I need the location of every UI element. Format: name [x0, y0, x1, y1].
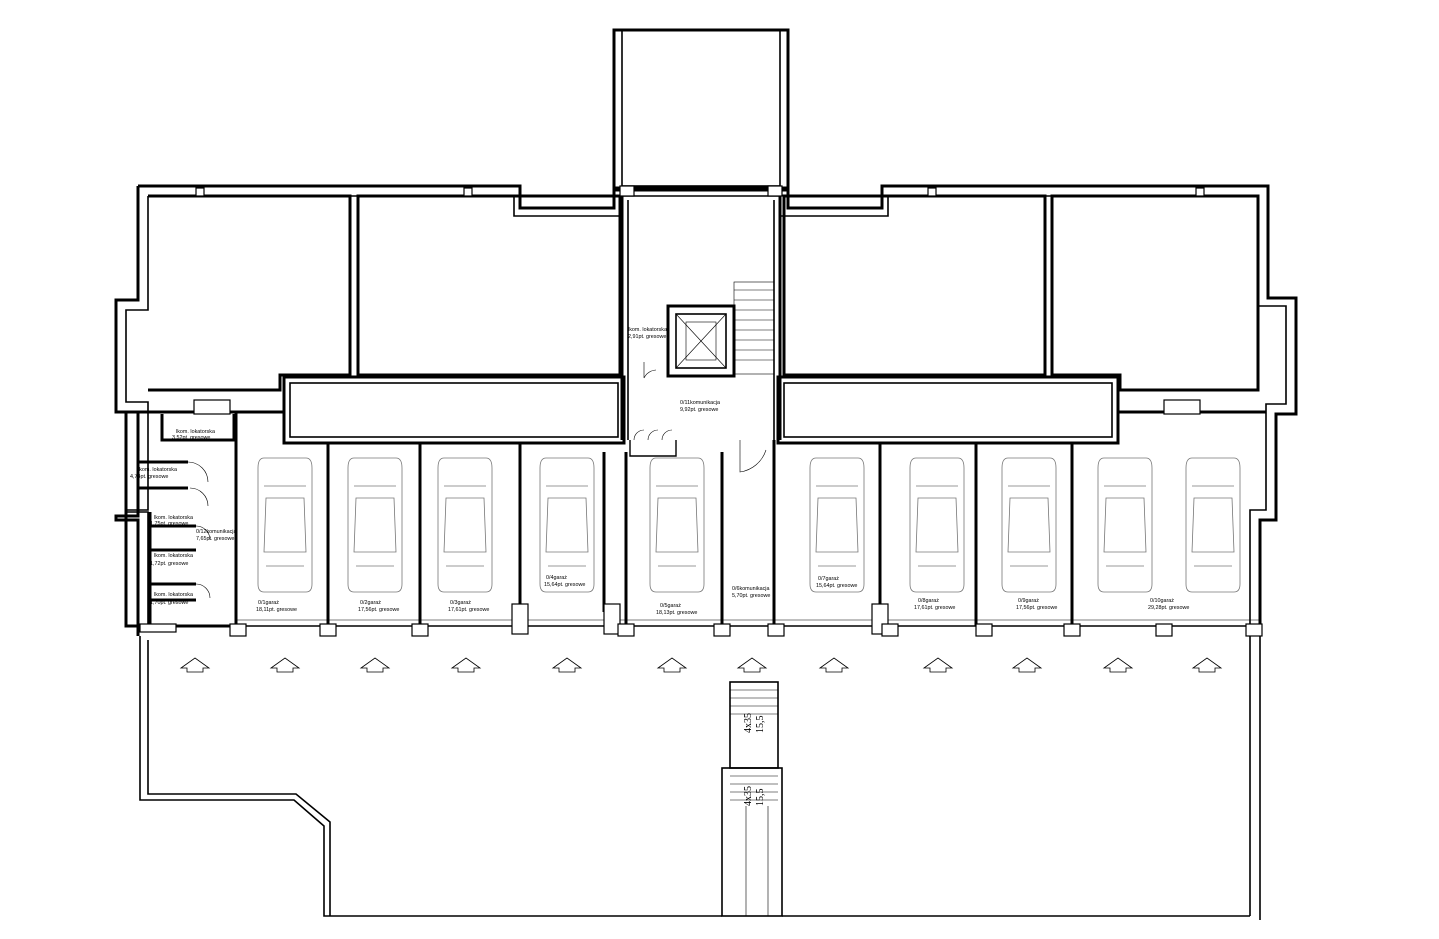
cars — [257, 457, 1241, 593]
room-label: 0/6komunikacja — [732, 586, 769, 592]
garage-label: 0/2garaż — [360, 600, 381, 606]
room-label: lkom. lokatorska — [138, 467, 177, 473]
columns — [139, 185, 1263, 637]
room-area: 1,75pt. gresowe — [150, 521, 188, 527]
ramp-upper-count: 4x35 — [743, 713, 754, 733]
upper-room-right-1 — [782, 194, 1047, 377]
car-icon — [909, 457, 965, 593]
room-label: 0/12komunikacja — [196, 529, 236, 535]
room-label: lkom. lokatorska — [154, 592, 193, 598]
room-area: 1,72pt. gresowe — [150, 561, 188, 567]
car-icon — [257, 457, 313, 593]
room-area: 1,70pt. gresowe — [150, 600, 188, 606]
garage-label: 0/1garaż — [258, 600, 279, 606]
room-area: 3,52pt. gresowe — [172, 435, 210, 441]
arrow-up-icon — [269, 657, 301, 673]
garage-label: 0/3garaż — [450, 600, 471, 606]
garage-area: 15,64pt. gresowe — [816, 583, 857, 589]
garage-partitions — [236, 440, 1260, 626]
upper-room-left-2 — [356, 194, 622, 377]
garage-label: 0/10garaż — [1150, 598, 1174, 604]
garage-label: 0/5garaż — [660, 603, 681, 609]
arrow-up-icon — [359, 657, 391, 673]
arrow-up-icon — [922, 657, 954, 673]
car-icon — [347, 457, 403, 593]
upper-room-right-2 — [1050, 194, 1260, 392]
entry-arrows — [179, 657, 1223, 673]
garage-label: 0/8garaż — [918, 598, 939, 604]
room-area: 5,70pt. gresowe — [732, 593, 770, 599]
arrow-up-icon — [1011, 657, 1043, 673]
arrow-up-icon — [1191, 657, 1223, 673]
garage-label: 0/7garaż — [818, 576, 839, 582]
ramp-lower-height: 15,5 — [755, 789, 766, 807]
garage-label: 0/9garaż — [1018, 598, 1039, 604]
core-doors — [629, 362, 767, 473]
garage-area: 17,56pt. gresowe — [358, 607, 399, 613]
car-icon — [649, 457, 705, 593]
car-icon — [437, 457, 493, 593]
room-label: lkom. lokatorska — [154, 553, 193, 559]
garage-area: 17,61pt. gresowe — [448, 607, 489, 613]
labels: lkom. lokatorska 3,52pt. gresowe lkom. l… — [130, 327, 1189, 806]
elevator — [666, 304, 736, 378]
garage-label: 0/4garaż — [546, 575, 567, 581]
arrow-up-icon — [818, 657, 850, 673]
arrow-up-icon — [179, 657, 211, 673]
garage-area: 18,11pt. gresowe — [256, 607, 297, 613]
arrow-up-icon — [736, 657, 768, 673]
room-label: 0/11komunikacja — [680, 400, 720, 406]
room-area: 7,65pt. gresowe — [196, 536, 234, 542]
garage-area: 18,13pt. gresowe — [656, 610, 697, 616]
arrow-up-icon — [656, 657, 688, 673]
arrow-up-icon — [551, 657, 583, 673]
garage-area: 17,56pt. gresowe — [1016, 605, 1057, 611]
car-icon — [1185, 457, 1241, 593]
car-icon — [539, 457, 595, 593]
beam-left — [282, 375, 626, 445]
car-icon — [1097, 457, 1153, 593]
driveway — [139, 636, 1261, 920]
garage-area: 29,28pt. gresowe — [1148, 605, 1189, 611]
room-label: lkom. lokatorska — [176, 429, 215, 435]
ramp-upper-height: 15,5 — [755, 716, 766, 734]
room-area: 4,74pt. gresowe — [130, 474, 168, 480]
garage-area: 15,64pt. gresowe — [544, 582, 585, 588]
stairs-core — [733, 281, 775, 375]
arrow-up-icon — [1102, 657, 1134, 673]
car-icon — [809, 457, 865, 593]
room-area: 2,91pt. gresowe — [628, 334, 666, 340]
arrow-up-icon — [450, 657, 482, 673]
beam-right — [776, 375, 1120, 445]
upper-room-left-1 — [148, 194, 352, 392]
top-tower — [612, 28, 790, 192]
garage-area: 17,61pt. gresowe — [914, 605, 955, 611]
car-icon — [1001, 457, 1057, 593]
room-label: lkom. lokatorska — [628, 327, 667, 333]
room-label: lkom. lokatorska — [154, 515, 193, 521]
room-area: 9,92pt. gresowe — [680, 407, 718, 413]
ramp-lower-count: 4x35 — [743, 786, 754, 806]
central-core — [620, 196, 782, 440]
ramp — [721, 681, 783, 917]
